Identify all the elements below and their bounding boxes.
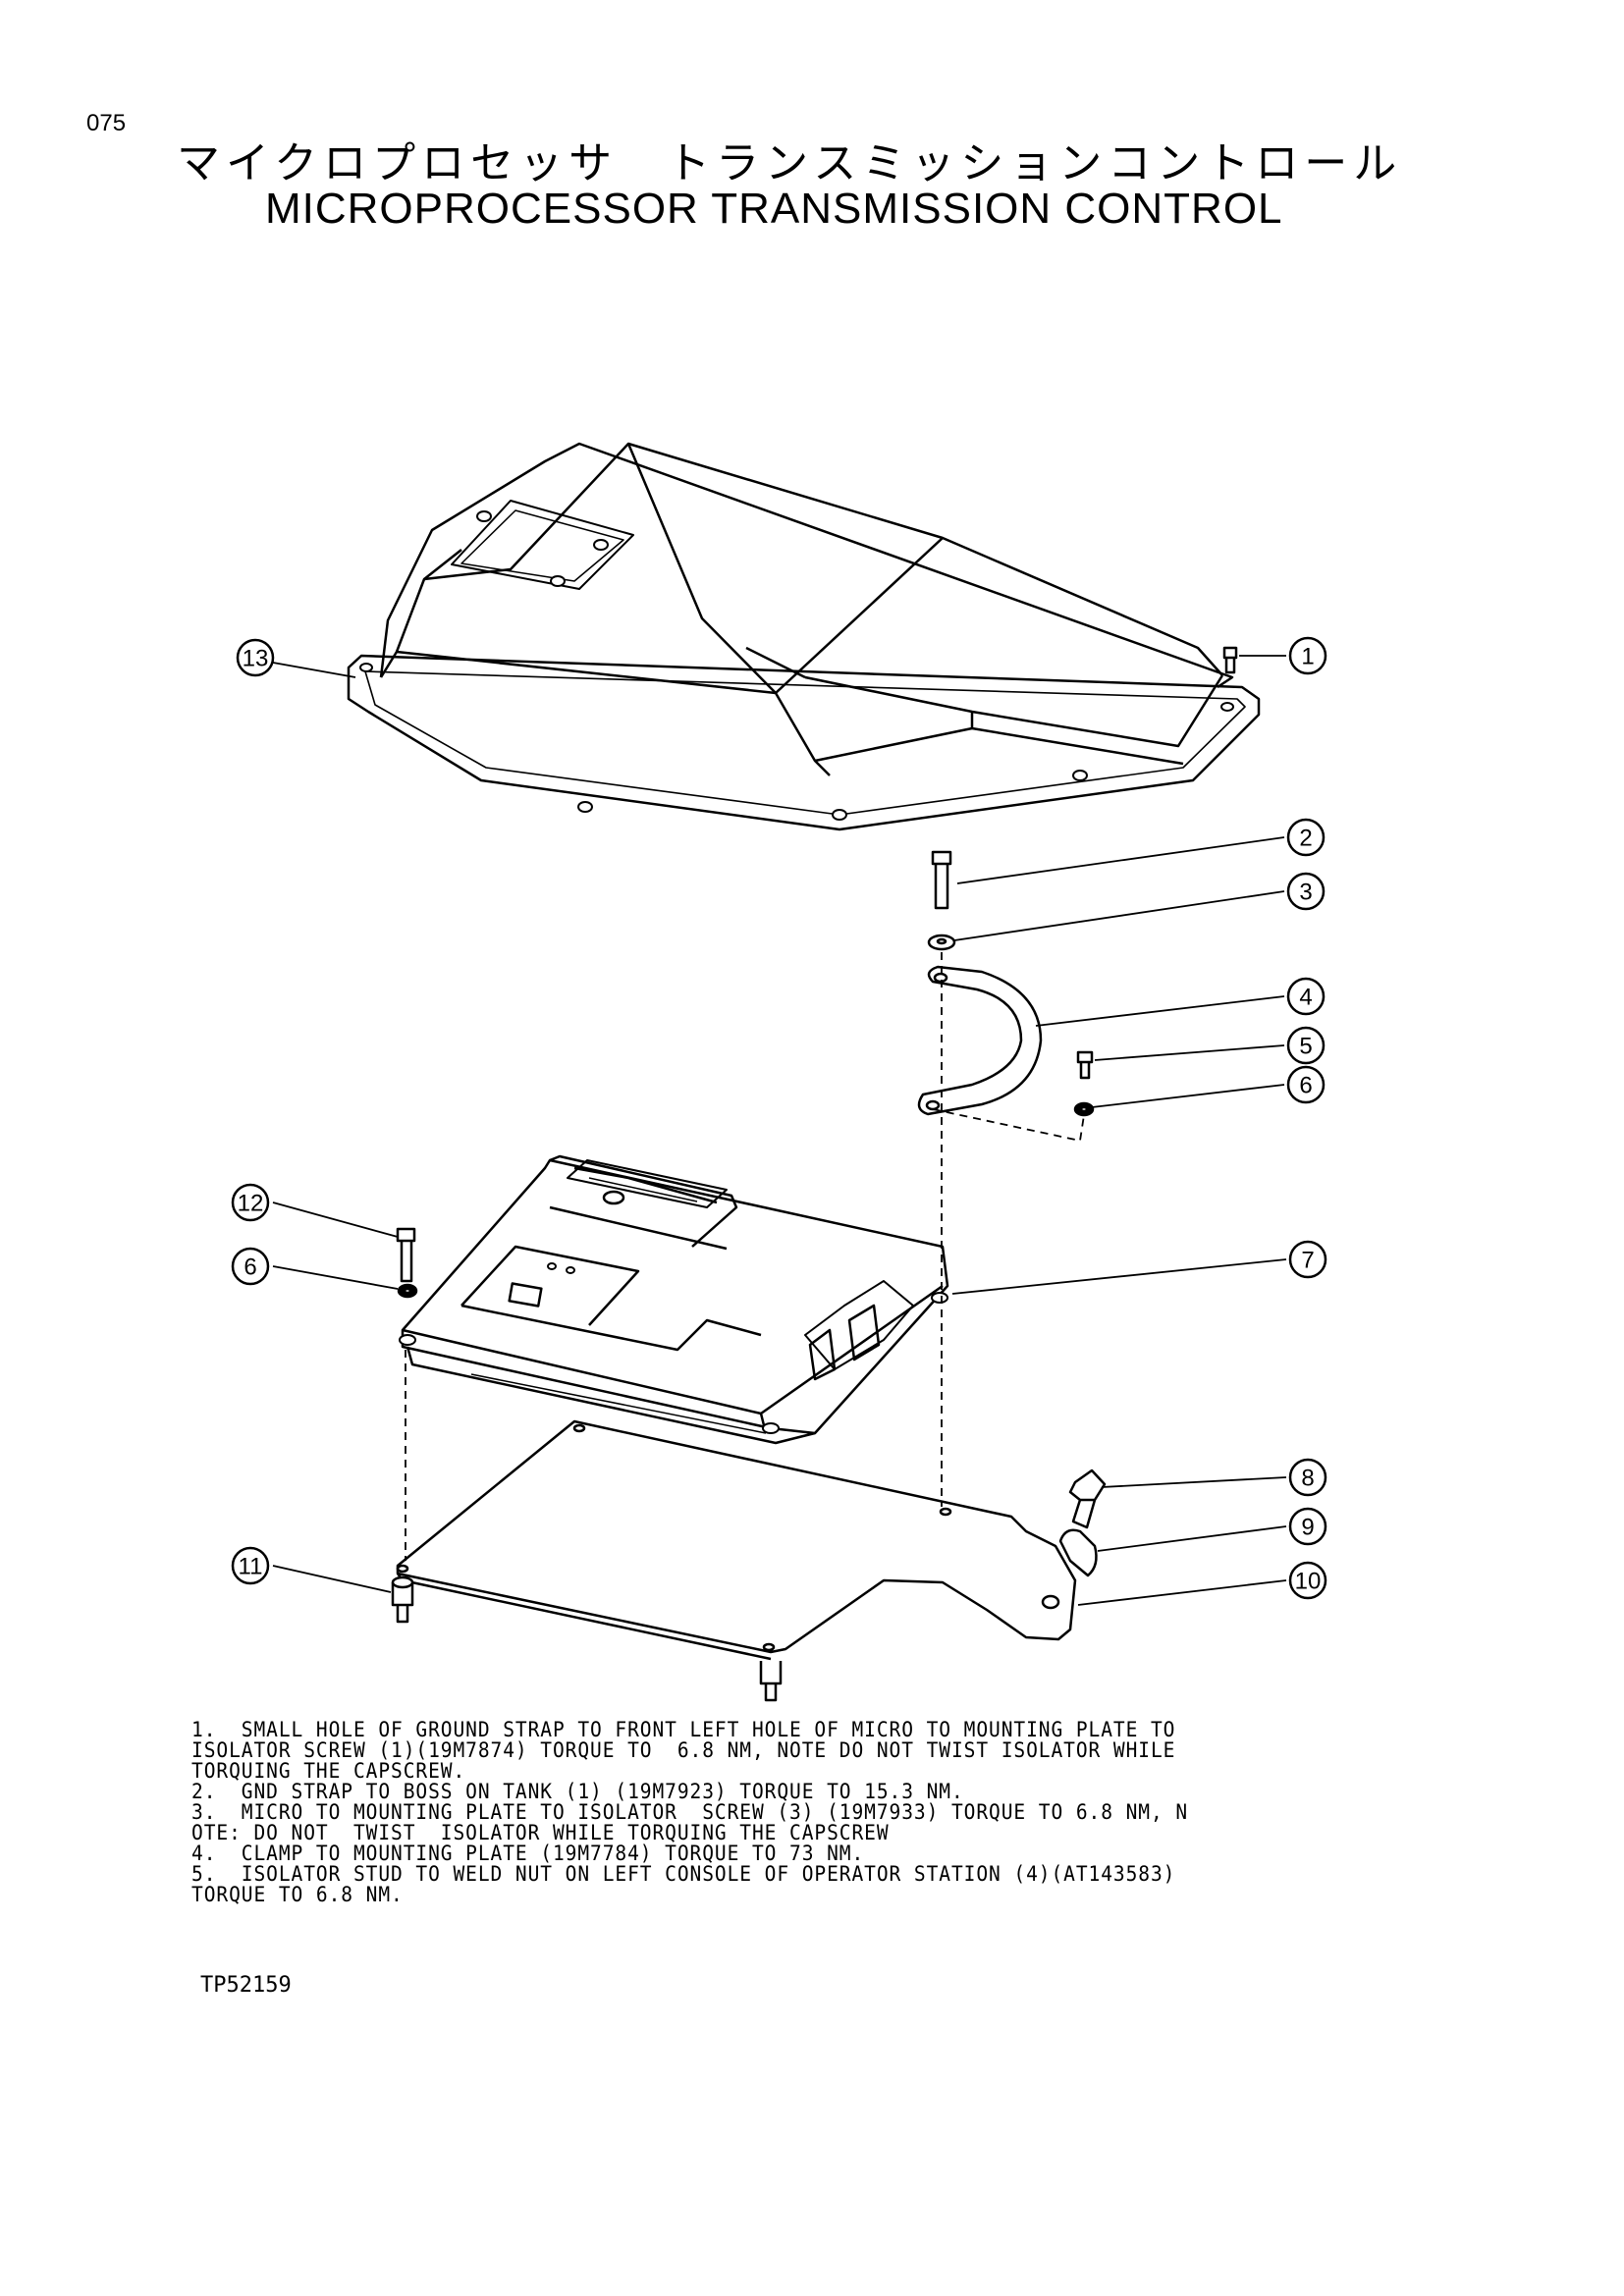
callout-7: 7 [1288, 1240, 1327, 1279]
callout-12: 12 [231, 1183, 270, 1222]
note-line: 2. GND STRAP TO BOSS ON TANK (1) (19M792… [191, 1780, 964, 1803]
note-line: 1. SMALL HOLE OF GROUND STRAP TO FRONT L… [191, 1718, 1176, 1741]
note-line: ISOLATOR SCREW (1)(19M7874) TORQUE TO 6.… [191, 1738, 1176, 1762]
callout-13: 13 [236, 638, 275, 677]
svg-text:1: 1 [1301, 644, 1314, 670]
svg-text:11: 11 [239, 1554, 263, 1580]
svg-text:6: 6 [1299, 1073, 1312, 1099]
page-title: MICROPROCESSOR TRANSMISSION CONTROL [265, 185, 1283, 233]
ground-strap-part [917, 965, 1043, 1116]
svg-text:2: 2 [1299, 826, 1312, 852]
callout-2: 2 [1286, 818, 1326, 857]
leader-lines [272, 655, 1287, 1606]
page-title-japanese: マイクロプロセッサ トランスミッションコントロール [177, 138, 1403, 188]
callout-11: 11 [231, 1546, 270, 1585]
callout-5: 5 [1286, 1026, 1326, 1065]
screw-part-5 [1076, 1050, 1094, 1080]
note-line: 3. MICRO TO MOUNTING PLATE TO ISOLATOR S… [191, 1800, 1189, 1824]
lock-washer-part [397, 1101, 1095, 1299]
svg-text:7: 7 [1301, 1248, 1314, 1274]
assembly-lines [405, 952, 1085, 1561]
clamp-bolt-part [1068, 1468, 1107, 1529]
clamp-part [1058, 1528, 1098, 1577]
svg-text:3: 3 [1299, 880, 1312, 906]
callout-4: 4 [1286, 977, 1326, 1016]
callout-6: 6 [1286, 1065, 1326, 1104]
washer-part [927, 934, 956, 951]
note-line: TORQUE TO 6.8 NM. [191, 1883, 404, 1906]
svg-text:4: 4 [1299, 985, 1312, 1011]
callout-3: 3 [1286, 872, 1326, 911]
callout-6-left: 6 [231, 1247, 270, 1286]
note-line: TORQUING THE CAPSCREW. [191, 1759, 466, 1783]
svg-text:8: 8 [1301, 1466, 1314, 1492]
note-line: 4. CLAMP TO MOUNTING PLATE (19M7784) TOR… [191, 1842, 865, 1865]
callout-9: 9 [1288, 1507, 1327, 1546]
mounting-plate-part [396, 1419, 1077, 1661]
svg-text:6: 6 [244, 1255, 256, 1281]
cover-part [347, 442, 1261, 831]
svg-text:9: 9 [1301, 1515, 1314, 1541]
svg-text:10: 10 [1295, 1569, 1322, 1595]
callout-1: 1 [1288, 636, 1327, 675]
callout-8: 8 [1288, 1458, 1327, 1497]
note-line: 5. ISOLATOR STUD TO WELD NUT ON LEFT CON… [191, 1862, 1176, 1886]
svg-text:13: 13 [243, 646, 269, 672]
isolator-screw-part [1222, 646, 1238, 674]
page-number: 075 [86, 110, 127, 136]
capscrew-part [931, 850, 952, 910]
microprocessor-controller-part [401, 1154, 949, 1445]
note-line: OTE: DO NOT TWIST ISOLATOR WHILE TORQUIN… [191, 1821, 890, 1844]
svg-text:12: 12 [238, 1191, 264, 1217]
svg-text:5: 5 [1299, 1034, 1312, 1060]
mounting-screw-part [396, 1227, 416, 1283]
assembly-notes: 1. SMALL HOLE OF GROUND STRAP TO FRONT L… [191, 1720, 1379, 1905]
callout-10: 10 [1288, 1561, 1327, 1600]
isolator-stud-part [391, 1575, 783, 1702]
part-code: TP52159 [200, 1973, 292, 1998]
